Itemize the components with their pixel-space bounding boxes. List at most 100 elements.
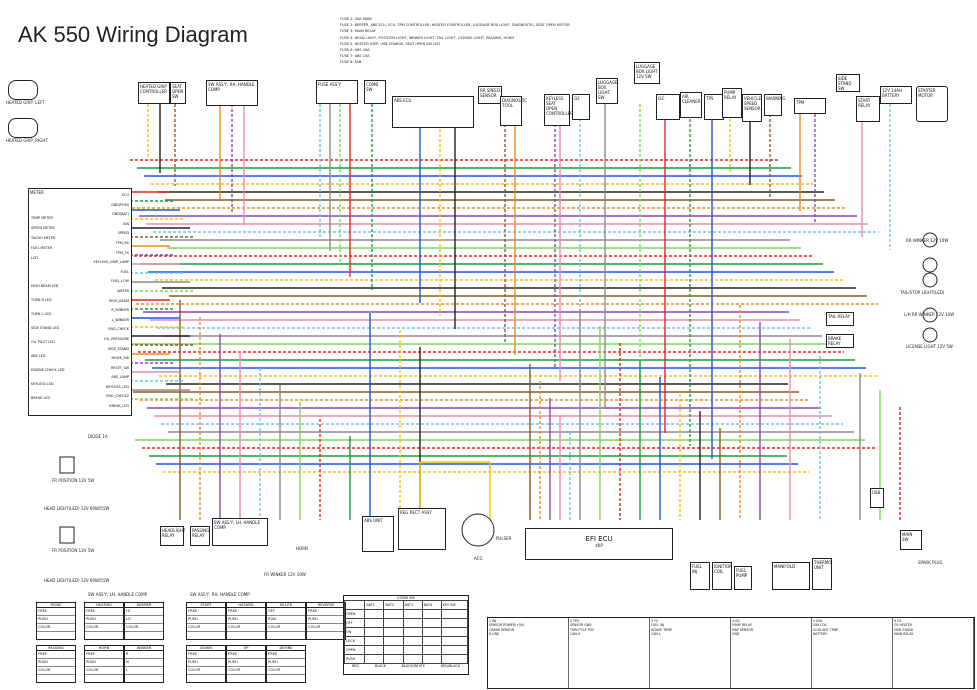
thermo-unit: THERMO UNIT <box>812 558 832 590</box>
switch-table-row: RUN <box>267 616 305 624</box>
comb-cell <box>364 609 385 619</box>
meter-pin: OIL_PRESSURE <box>103 336 129 341</box>
comb-cell <box>440 645 469 655</box>
comb-cell <box>402 627 423 637</box>
diode-label: DIODE 1A <box>88 434 108 439</box>
comb-header-cell: BAT2 <box>383 600 404 610</box>
meter-pin: ENG_CHECK <box>108 327 129 332</box>
tail-stop-light-label: TAIL/STOP LIGHT(LED) <box>900 290 945 295</box>
air-cleaner: AIR CLEANER <box>680 92 702 118</box>
abs-ecu: ABS ECU <box>392 96 474 128</box>
meter-pin: R_WINKER <box>111 308 129 313</box>
switch-table-row: COLOR <box>227 667 265 675</box>
abs-unit: ABS UNIT <box>362 516 394 552</box>
fuse-note: FUSE 4: HEAD LIGHT, POSITION LIGHT, WINK… <box>340 35 514 40</box>
switch-table-row: OFF <box>267 608 305 616</box>
main-switch: MAIN SW <box>900 530 922 550</box>
comb-cell <box>440 636 469 646</box>
meter-pin: SPEED <box>117 231 129 236</box>
switch-table-row: PUSH <box>187 616 225 624</box>
tail-relay: TAIL RELAY <box>826 312 854 326</box>
headlight-relay: HEADLIGHT RELAY <box>160 526 185 546</box>
comb-row: OFF <box>343 618 469 628</box>
switch-table-title: START <box>187 603 225 608</box>
fuse-note: FUSE 1: 40A MAIN <box>340 17 372 21</box>
switch-table-title: DOWN <box>187 646 225 651</box>
switch-table-row: FREE <box>85 651 123 659</box>
comb-cell <box>421 645 442 655</box>
switch-table-row: R <box>125 651 163 659</box>
acg-icon <box>461 513 495 547</box>
comb-cell <box>440 618 469 628</box>
o2-sensor: O2 <box>572 94 590 120</box>
meter-led: HIGH BEAM LED <box>31 284 59 288</box>
meter-led: KEYLESS LED <box>31 382 54 386</box>
meter-pin: ENG_CHECK2 <box>106 394 129 399</box>
comb-switch: COMB SW <box>364 80 386 104</box>
ignition-coil: IGNITION COIL <box>712 562 732 590</box>
rr-winker-l-label: L/H RR WINKER 12V 10W <box>904 312 955 317</box>
switch-table-title: PASSING <box>37 646 75 651</box>
diagram-title: AK 550 Wiring Diagram <box>18 22 248 47</box>
ecu-pin-cell: IGN COIL <box>813 623 828 628</box>
switch-table-row: PUSH <box>85 659 123 667</box>
fuse-box: FUSE ASS'Y <box>316 80 358 104</box>
meter-indicator: FUEL METER <box>31 246 53 250</box>
luggage-box-light-sw: LUGGAGE BOX LIGHT SW <box>596 78 618 104</box>
comb-header-cell: KEY SW <box>440 600 469 610</box>
ecu-pin-cell: 4 ISC <box>732 619 741 623</box>
meter-pin: MODE_SW <box>111 356 129 361</box>
ecu-pin-cell: SENSOR POWER(+5V) <box>489 623 525 628</box>
ecu-pin-cell: O2 HEATER <box>894 623 913 628</box>
comb-cell <box>383 654 404 664</box>
fuse-note: FUSE 6: ABS 40A <box>340 48 370 53</box>
switch-table-row: PUSH <box>267 659 305 667</box>
switch-table-title: MODE <box>37 603 75 608</box>
lamp-icon <box>922 327 938 343</box>
switch-table-row: COLOR <box>187 624 225 632</box>
meter-pin: TPM_RX <box>115 240 129 245</box>
meter-indicator: TEMP METER <box>31 216 53 220</box>
usb: USB <box>870 488 884 508</box>
switch-table-row: HI <box>125 608 163 616</box>
switch-table-title: DEFINE <box>267 646 305 651</box>
ecu-pin-cell: FUEL INJ <box>651 623 665 628</box>
meter-pin: GND(PGM) <box>110 202 129 207</box>
switch-table-row: L <box>125 667 163 675</box>
regulator: REG RECT ASSY <box>398 508 446 550</box>
sw-assy-lh: SW ASS'Y, LH, HANDLE COMP. <box>212 518 268 546</box>
switch-table-row: COLOR <box>267 624 305 632</box>
comb-footer-color: BLACK/WHITE <box>401 664 425 668</box>
ecu-pin-cell: 6 O2 <box>894 619 902 623</box>
rr-speed-sensor: RR SPEED SENSOR <box>478 86 502 104</box>
switch-table-row: FREE <box>187 608 225 616</box>
meter-pin: GND(BAT) <box>112 212 129 217</box>
fr-winker-label: FR WINKER 12V 10W <box>264 572 306 577</box>
comb-row: ON <box>343 627 469 637</box>
meter-pin: FUEL <box>120 269 129 274</box>
comb-cell <box>383 645 404 655</box>
manifold: MANIFOLD <box>772 562 810 590</box>
pulser-label: PULSER <box>496 536 512 541</box>
side-stand-switch: SIDE STAND SW <box>836 74 860 92</box>
comb-cell <box>364 645 385 655</box>
tpm: TPM <box>794 98 826 114</box>
switch-table-row: PUSH <box>37 659 75 667</box>
head-light-r-label: HEAD LIGHT(LED) 12V 60W/55W <box>44 506 110 511</box>
comb-row: PUSH <box>343 654 469 664</box>
switch-table-title: UP <box>227 646 265 651</box>
switch-table-row: COLOR <box>85 624 123 632</box>
